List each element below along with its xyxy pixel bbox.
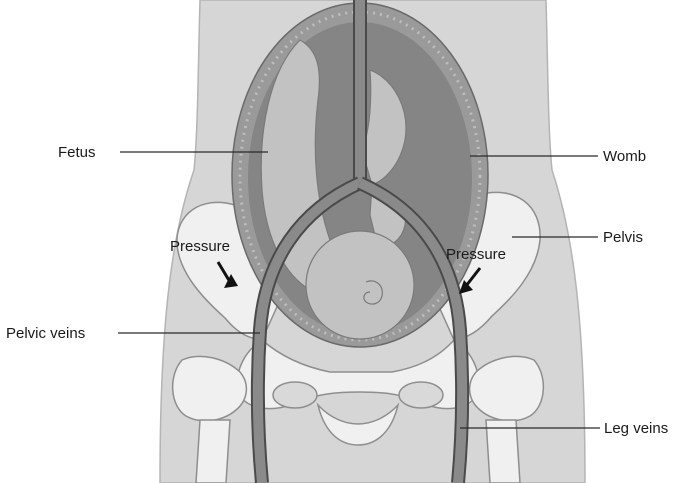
fetus-label: Fetus (58, 144, 96, 161)
pelvis-label: Pelvis (603, 229, 643, 246)
leg-veins-label: Leg veins (604, 420, 668, 437)
pressure-label-left: Pressure (170, 238, 230, 255)
pelvic-veins-label: Pelvic veins (6, 325, 85, 342)
pressure-label-right: Pressure (446, 246, 506, 263)
womb-label: Womb (603, 148, 646, 165)
